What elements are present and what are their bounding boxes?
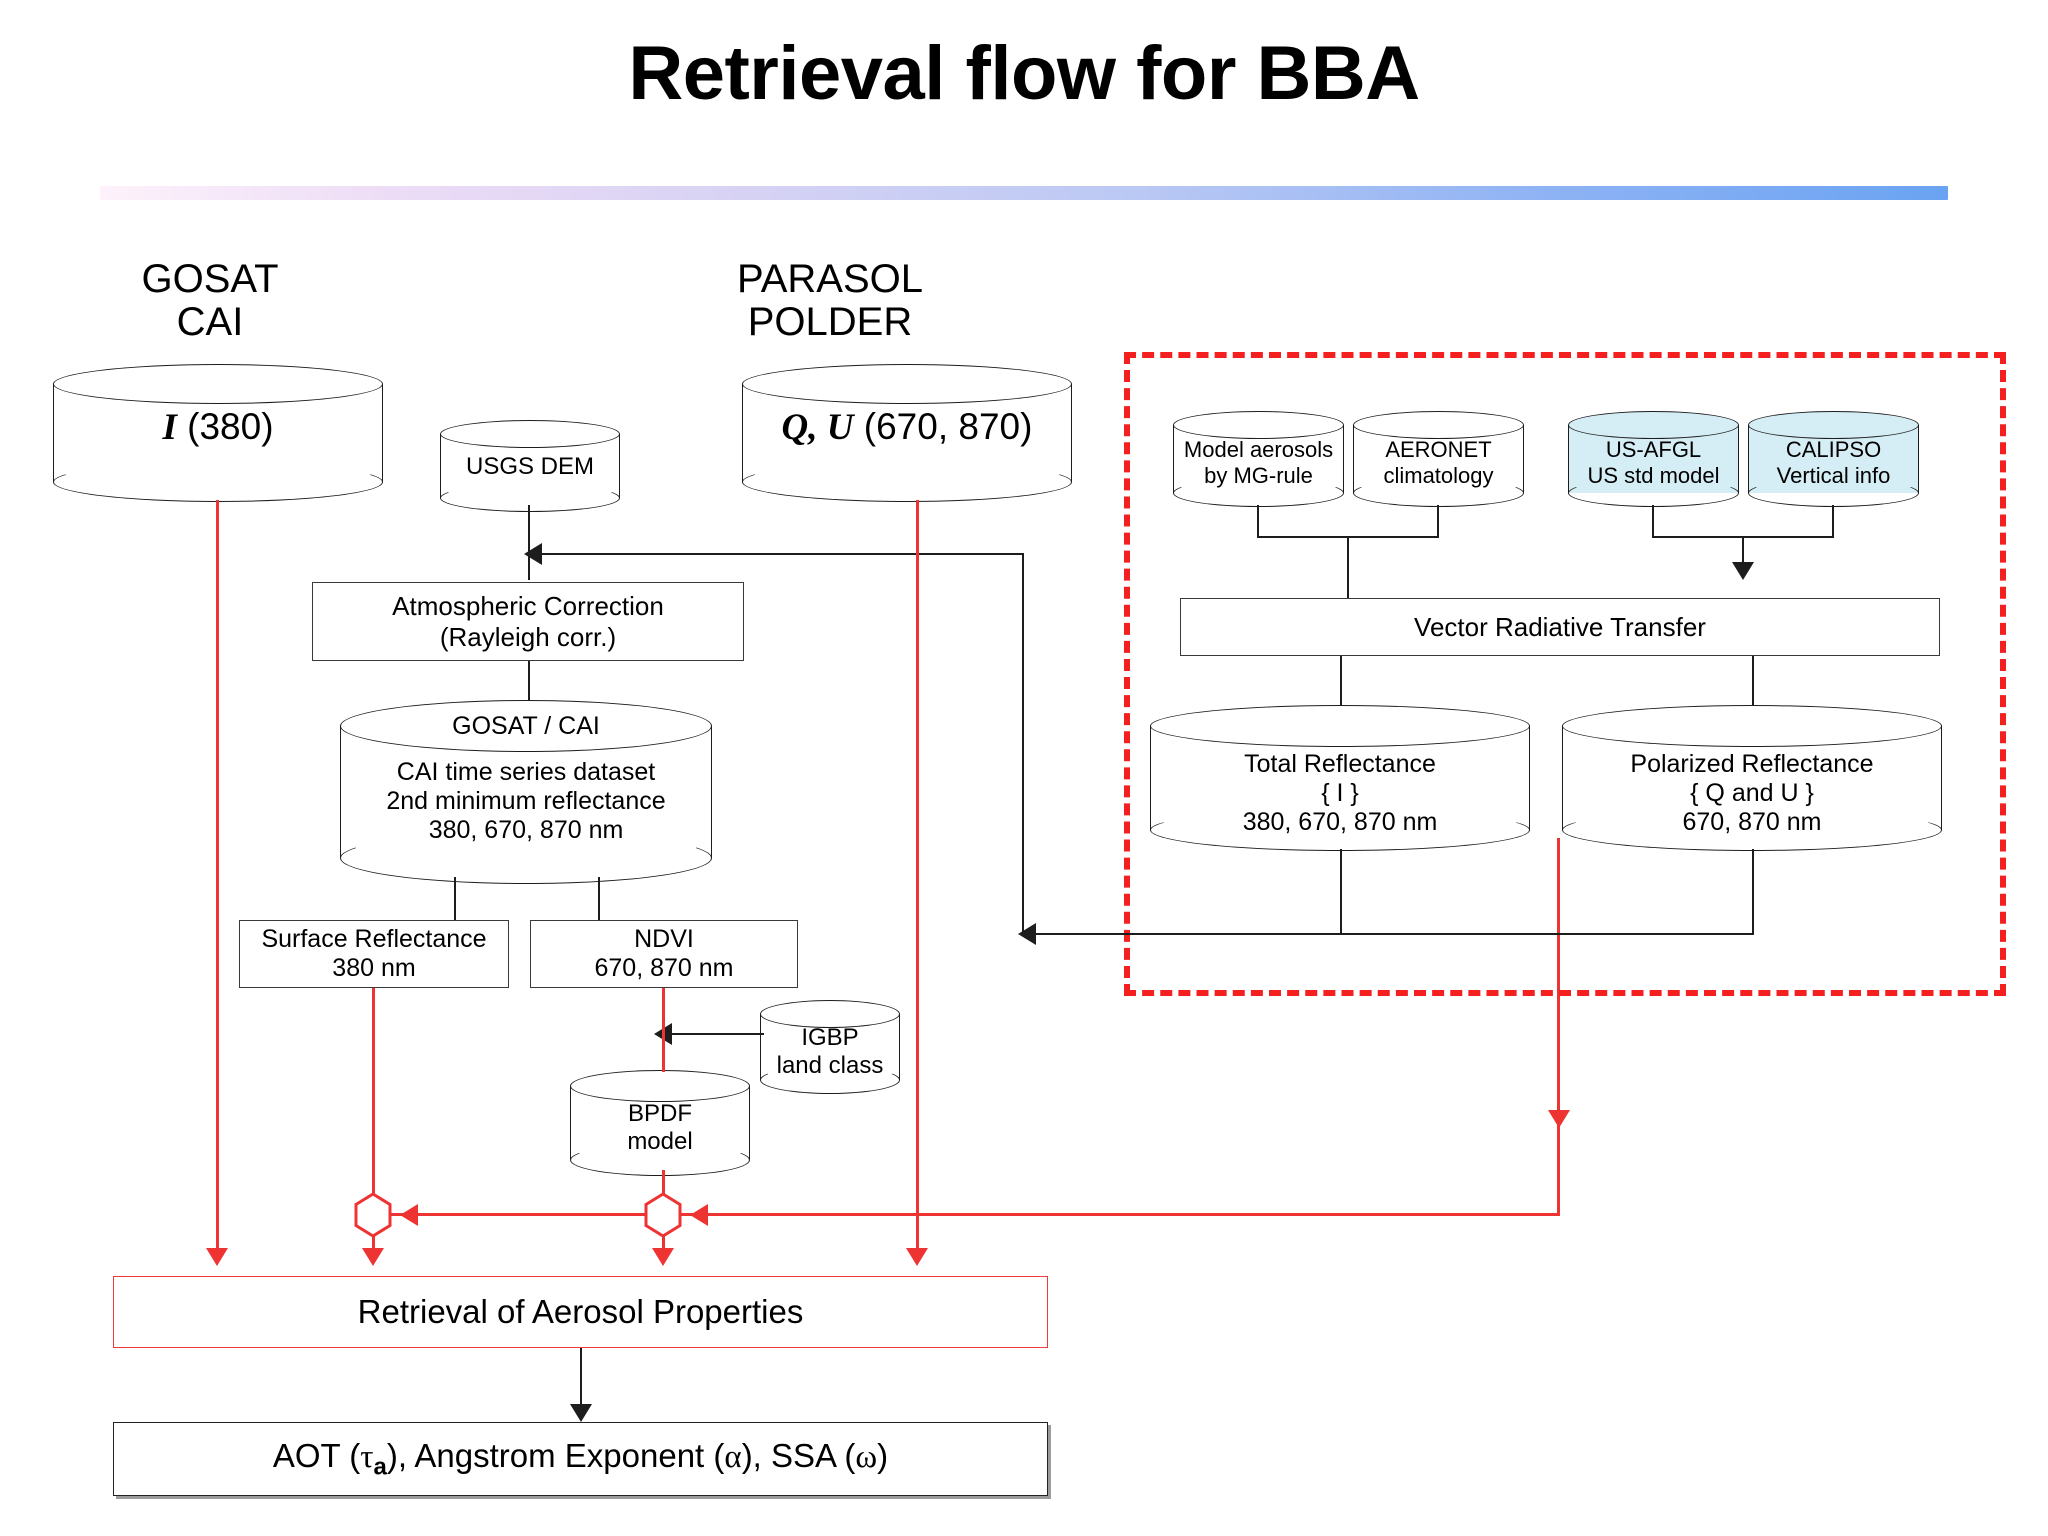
atmospheric-correction-box[interactable]: Atmospheric Correction (Rayleigh corr.)	[312, 582, 744, 661]
connector-feedback-vertical	[1022, 553, 1024, 935]
arrowhead-left-hex2	[690, 1204, 708, 1226]
connector-total-down	[1340, 849, 1342, 935]
cai-timeseries-database: GOSAT / CAI CAI time series dataset 2nd …	[340, 700, 712, 884]
final-products-text: AOT (τa), Angstrom Exponent (α), SSA (ω)	[272, 1436, 889, 1481]
page-title: Retrieval flow for BBA	[628, 31, 1420, 116]
cylinder-top	[760, 1000, 900, 1028]
total-reflectance-database: Total Reflectance { I } 380, 670, 870 nm	[1150, 705, 1530, 853]
bpdf-label: BPDF model	[627, 1100, 693, 1155]
connector-aeronet-stem	[1437, 505, 1439, 538]
parasol-polder-value: Q, U (670, 870)	[781, 406, 1033, 448]
cylinder-top	[1150, 705, 1530, 747]
usgs-dem-database: USGS DEM	[440, 420, 620, 514]
surface-reflectance-box[interactable]: Surface Reflectance 380 nm	[239, 920, 509, 988]
cylinder-top	[1173, 411, 1344, 439]
cylinder-top	[53, 364, 383, 404]
red-flow-hex1-down	[372, 1232, 375, 1254]
connector-vrt-to-total	[1340, 656, 1342, 708]
arrowhead-down-hex1	[362, 1248, 384, 1266]
connector-modelaero-stem	[1257, 505, 1259, 538]
connector-caidb-to-ndvi	[598, 877, 600, 921]
arrowhead-left-feedback	[1018, 923, 1036, 945]
usgs-dem-label: USGS DEM	[465, 453, 594, 480]
aeronet-label: AERONET climatology	[1383, 437, 1494, 488]
cylinder-top	[1562, 705, 1942, 747]
cai-db-detail: CAI time series dataset 2nd minimum refl…	[386, 758, 666, 844]
arrowhead-down-rt-module	[1548, 1110, 1570, 1128]
cylinder-top	[440, 420, 620, 448]
connector-reflectance-bracket	[1340, 933, 1754, 935]
red-flow-bpdf-to-hex2	[662, 1170, 665, 1206]
cylinder-bottom	[570, 1144, 750, 1176]
connector-atmcorr-to-caidb	[528, 661, 530, 705]
junction-hexagon-1	[353, 1192, 393, 1238]
parasol-source-label: PARASOL POLDER	[737, 257, 923, 345]
model-aerosols-database: Model aerosols by MG-rule	[1173, 411, 1344, 509]
connector-vrt-to-polarized	[1752, 656, 1754, 708]
cylinder-bottom	[53, 462, 383, 502]
cylinder-bottom	[760, 1066, 900, 1094]
gosat-source-label: GOSAT CAI	[141, 257, 279, 345]
connector-usgs-to-atmcorr	[528, 505, 530, 580]
connector-igbp-to-ndvi	[668, 1033, 764, 1035]
connector-polarized-down	[1752, 849, 1754, 935]
parasol-polder-database: Q, U (670, 870)	[742, 364, 1072, 502]
connector-bracket-to-left	[1024, 933, 1342, 935]
polarized-reflectance-database: Polarized Reflectance { Q and U } 670, 8…	[1562, 705, 1942, 853]
cylinder-top	[1353, 411, 1524, 439]
cylinder-top	[1568, 411, 1739, 439]
arrowhead-down-gosat	[206, 1248, 228, 1266]
connector-parasol-to-atmcorr	[530, 553, 1022, 555]
red-flow-surfref	[372, 988, 375, 1206]
red-flow-hex2-down	[662, 1232, 665, 1254]
final-products-box[interactable]: AOT (τa), Angstrom Exponent (α), SSA (ω)	[113, 1422, 1048, 1496]
connector-calipso-stem	[1832, 505, 1834, 538]
cylinder-bottom	[742, 462, 1072, 502]
aeronet-climatology-database: AERONET climatology	[1353, 411, 1524, 509]
arrowhead-left-hex1	[400, 1204, 418, 1226]
arrowhead-left-atmcorr	[524, 543, 542, 565]
cylinder-bottom	[340, 832, 712, 884]
igbp-label: IGBP land class	[776, 1024, 884, 1079]
gosat-cai-value: I (380)	[162, 406, 274, 448]
ndvi-box[interactable]: NDVI 670, 870 nm	[530, 920, 798, 988]
connector-caidb-to-surfref	[454, 877, 456, 921]
cylinder-top	[742, 364, 1072, 404]
vector-radiative-transfer-box[interactable]: Vector Radiative Transfer	[1180, 598, 1940, 656]
junction-hexagon-2	[643, 1192, 683, 1238]
arrowhead-down-parasol	[906, 1248, 928, 1266]
polarized-reflectance-label: Polarized Reflectance { Q and U } 670, 8…	[1630, 750, 1874, 836]
retrieval-of-aerosol-properties-box[interactable]: Retrieval of Aerosol Properties	[113, 1276, 1048, 1348]
cai-db-cap-label: GOSAT / CAI	[452, 712, 600, 740]
cylinder-top	[1748, 411, 1919, 439]
connector-right-pair-down	[1742, 536, 1744, 568]
cylinder-top	[340, 700, 712, 752]
igbp-land-class-database: IGBP land class	[760, 1000, 900, 1096]
connector-retrieval-to-output	[580, 1348, 582, 1410]
red-flow-horizontal-bus	[374, 1213, 1560, 1216]
us-afgl-label: US-AFGL US std model	[1587, 437, 1720, 488]
title-divider-bar	[100, 186, 1948, 200]
calipso-database: CALIPSO Vertical info	[1748, 411, 1919, 509]
cylinder-top	[570, 1070, 750, 1102]
connector-left-pair-down	[1347, 536, 1349, 598]
red-flow-rt-module	[1557, 838, 1560, 1215]
calipso-label: CALIPSO Vertical info	[1776, 437, 1891, 488]
cylinder-bottom	[440, 484, 620, 512]
arrowhead-down-hex2	[652, 1248, 674, 1266]
radiative-transfer-module-boundary	[1124, 352, 2006, 996]
red-flow-ndvi-to-bpdf	[662, 988, 665, 1072]
arrowhead-down-output	[570, 1404, 592, 1422]
arrowhead-down-vrt	[1732, 562, 1754, 580]
red-flow-parasol	[916, 500, 919, 1252]
total-reflectance-label: Total Reflectance { I } 380, 670, 870 nm	[1242, 750, 1438, 836]
model-aerosols-label: Model aerosols by MG-rule	[1183, 437, 1334, 488]
us-afgl-database: US-AFGL US std model	[1568, 411, 1739, 509]
connector-usafgl-stem	[1652, 505, 1654, 538]
red-flow-gosat	[216, 500, 219, 1252]
bpdf-model-database: BPDF model	[570, 1070, 750, 1180]
gosat-cai-database: I (380)	[53, 364, 383, 502]
